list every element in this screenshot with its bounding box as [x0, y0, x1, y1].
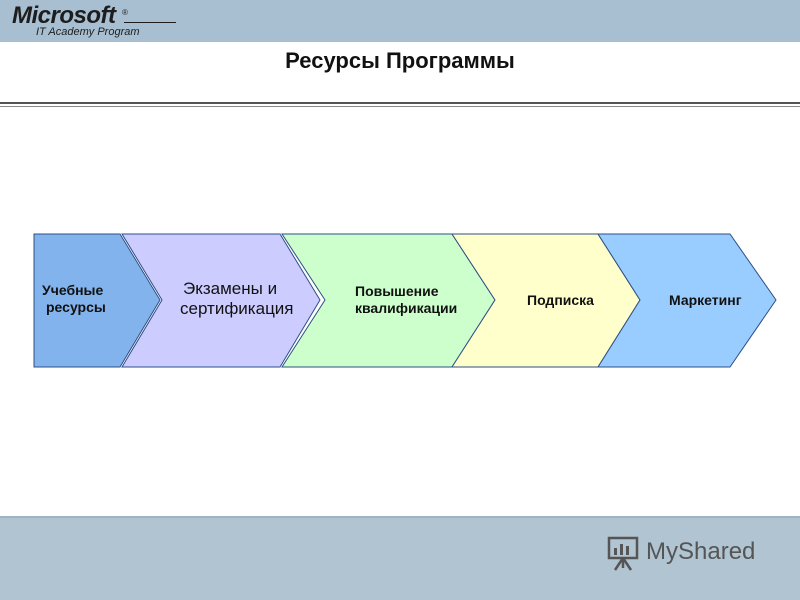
step-5-line-1: Маркетинг [669, 292, 742, 308]
step-5-label: Маркетинг [669, 292, 769, 309]
step-1-line-1: Учебные [42, 282, 104, 298]
title-rule-bottom [0, 106, 800, 107]
step-2-line-1: Экзамены и [183, 279, 278, 298]
step-3-line-2: квалификации [355, 299, 458, 316]
logo-rule [124, 22, 176, 23]
logo-registered-mark: ® [122, 8, 128, 17]
step-2-label: Экзамены и сертификация [180, 279, 320, 320]
presentation-icon [607, 536, 639, 571]
logo-sub-text: IT Academy Program [36, 26, 140, 38]
step-3-label: Повышение квалификации [355, 283, 495, 317]
microsoft-logo: Microsoft ® IT Academy Program [12, 2, 176, 42]
step-1-shape[interactable] [33, 233, 161, 368]
footer-band [0, 516, 800, 600]
step-4-label: Подписка [527, 292, 627, 309]
myshared-watermark: MyShared [606, 534, 776, 574]
step-3-line-1: Повышение [355, 283, 439, 299]
page-title: Ресурсы Программы [285, 48, 515, 73]
logo-main-text: Microsoft [12, 2, 116, 29]
step-2-line-2: сертификация [180, 299, 294, 319]
header-band [0, 0, 800, 42]
step-2-shape[interactable] [121, 233, 321, 368]
step-4-line-1: Подписка [527, 292, 594, 308]
footer-line [0, 516, 800, 518]
step-1-line-2: ресурсы [46, 298, 106, 315]
title-area [0, 42, 800, 102]
step-1-label: Учебные ресурсы [42, 282, 142, 316]
step-5-shape[interactable] [597, 233, 777, 368]
watermark-text: MyShared [646, 538, 756, 565]
title-rule-top [0, 102, 800, 104]
